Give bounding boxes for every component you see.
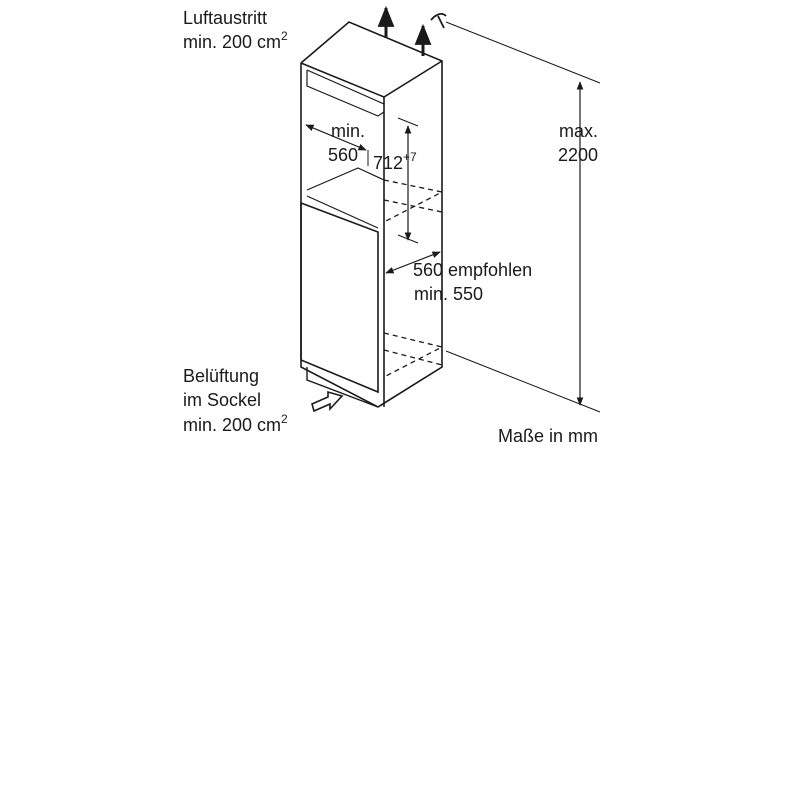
plinth — [306, 367, 379, 408]
svg-text:Luftaustritt: Luftaustritt — [183, 8, 267, 28]
niche-width-dimension — [305, 124, 369, 166]
niche-height-dimension — [397, 117, 419, 244]
label-units: Maße in mm — [498, 426, 598, 446]
svg-text:560: 560 — [328, 145, 358, 165]
label-ventilation: Belüftung im Sockel min. 200 cm2 — [183, 366, 288, 435]
appliance-door — [300, 201, 379, 394]
label-max-height: max. 2200 — [558, 121, 598, 165]
svg-text:min. 200 cm2: min. 200 cm2 — [183, 29, 288, 52]
max-height-dimension — [445, 21, 601, 413]
svg-text:Belüftung: Belüftung — [183, 366, 259, 386]
hidden-lines — [383, 179, 444, 378]
svg-text:min.: min. — [331, 121, 365, 141]
svg-text:2200: 2200 — [558, 145, 598, 165]
label-niche-width: min. 560 — [328, 121, 365, 165]
svg-text:560 empfohlen: 560 empfohlen — [413, 260, 532, 280]
depth-dimension — [385, 251, 441, 274]
svg-text:712+7: 712+7 — [373, 150, 417, 173]
svg-text:max.: max. — [559, 121, 598, 141]
label-air-outlet: Luftaustritt min. 200 cm2 — [183, 8, 288, 52]
air-outlet-arrows — [377, 5, 447, 56]
svg-text:im Sockel: im Sockel — [183, 390, 261, 410]
svg-text:min. 550: min. 550 — [414, 284, 483, 304]
svg-text:min. 200 cm2: min. 200 cm2 — [183, 412, 288, 435]
cabinet-outline — [300, 21, 443, 408]
label-niche-height: 712+7 — [373, 150, 417, 173]
ventilation-arrow — [311, 390, 344, 413]
label-depth: 560 empfohlen min. 550 — [413, 260, 532, 304]
